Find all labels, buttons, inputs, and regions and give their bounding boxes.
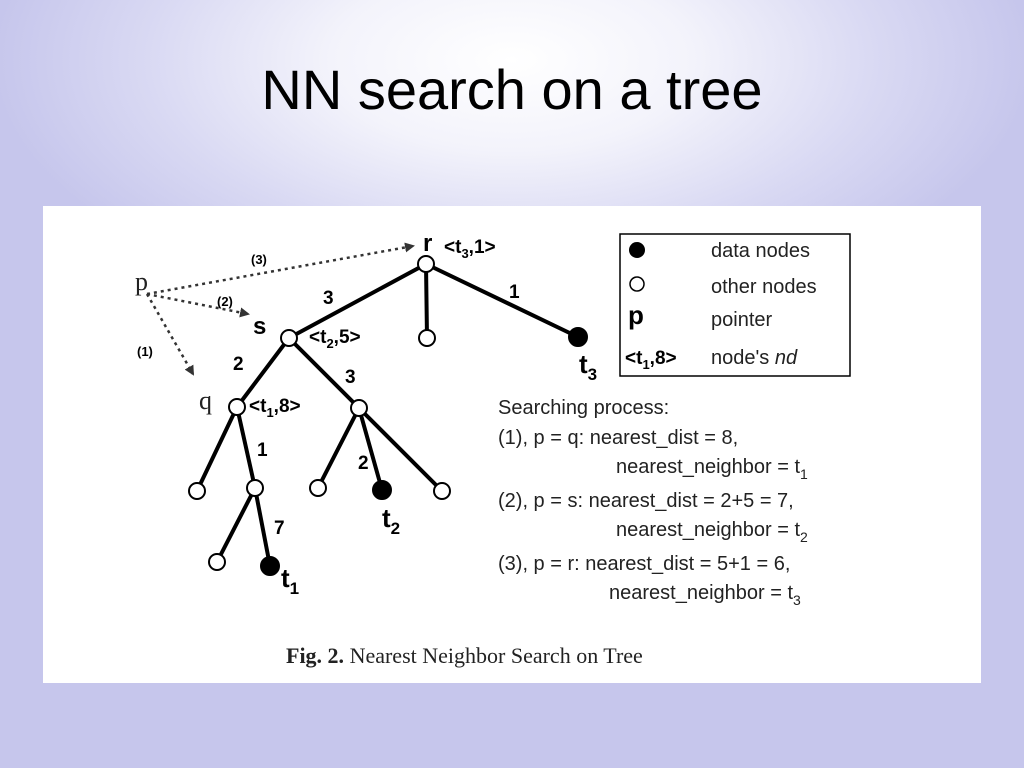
slide-title: NN search on a tree [261, 58, 763, 121]
edge-weight-c-t1: 7 [274, 518, 285, 539]
edge-r-c1 [424, 262, 429, 340]
node-r-child [418, 329, 436, 347]
process-step-3-line2: nearest_neighbor = t3 [609, 582, 801, 608]
legend-symbol-p: p [628, 300, 644, 330]
legend-box [619, 233, 851, 377]
legend: data nodes other nodes p pointer <t1,8> … [619, 233, 851, 377]
node-q [228, 398, 246, 416]
node-label-t1: t1 [281, 563, 299, 598]
edge-weight-q-c: 1 [257, 440, 268, 461]
pointer-step-2: (2) [217, 294, 233, 309]
node-c-leaf [208, 553, 226, 571]
edge-b-leaf1 [316, 406, 361, 490]
node-s [280, 329, 298, 347]
legend-label-data-nodes: data nodes [711, 240, 810, 262]
edge-weight-b-t2: 2 [358, 453, 369, 474]
pointer-step-1: (1) [137, 344, 153, 359]
node-t2 [372, 480, 392, 500]
tree-figure: r s q p t1 t2 t3 <t3,1> <t2,5> <t1,8> 3 … [135, 230, 851, 668]
nd-label-s: <t2,5> [309, 327, 361, 351]
pointer-label-p: p [135, 267, 148, 296]
node-label-r: r [423, 230, 432, 257]
process-step-3-line1: (3), p = r: nearest_dist = 5+1 = 6, [498, 553, 790, 575]
edge-s-q [235, 336, 291, 409]
figure-caption: Fig. 2. Nearest Neighbor Search on Tree [286, 643, 643, 668]
nd-label-q: <t1,8> [249, 396, 301, 420]
edge-r-s [287, 262, 428, 340]
legend-filled-circle-icon [629, 242, 645, 258]
edge-weight-r-t3: 1 [509, 282, 520, 303]
process-step-2-line1: (2), p = s: nearest_dist = 2+5 = 7, [498, 490, 794, 512]
node-label-s: s [253, 313, 266, 340]
tree-nodes [188, 255, 588, 576]
node-q-leaf [188, 482, 206, 500]
pointer-step-3: (3) [251, 252, 267, 267]
edge-c-leaf [215, 486, 257, 564]
node-r [417, 255, 435, 273]
node-label-t3: t3 [579, 349, 597, 384]
process-heading: Searching process: [498, 397, 669, 419]
edge-weight-s-b: 3 [345, 367, 356, 388]
tree-edges [195, 262, 580, 568]
figure-panel: r s q p t1 t2 t3 <t3,1> <t2,5> <t1,8> 3 … [43, 206, 981, 683]
node-b [350, 399, 368, 417]
pointer-arrow-3 [146, 242, 415, 296]
node-c [246, 479, 264, 497]
edge-weight-r-s: 3 [323, 288, 334, 309]
node-label-t2: t2 [382, 503, 400, 538]
edge-weight-s-q: 2 [233, 354, 244, 375]
node-b-leaf1 [309, 479, 327, 497]
edge-b-t2 [357, 406, 384, 492]
edge-q-leaf [195, 405, 239, 493]
node-label-q: q [199, 386, 212, 415]
edge-c-t1 [253, 486, 272, 568]
process-step-1-line1: (1), p = q: nearest_dist = 8, [498, 427, 738, 449]
node-t3 [568, 327, 588, 347]
legend-label-pointer: pointer [711, 309, 772, 331]
legend-label-nd: node's nd [711, 347, 798, 369]
node-b-leaf2 [433, 482, 451, 500]
node-t1 [260, 556, 280, 576]
edge-q-c [235, 405, 257, 490]
legend-symbol-nd: <t1,8> [625, 348, 677, 372]
edge-s-b [287, 336, 361, 410]
search-process: Searching process: (1), p = q: nearest_d… [498, 397, 808, 608]
process-step-1-line2: nearest_neighbor = t1 [616, 456, 808, 482]
process-step-2-line2: nearest_neighbor = t2 [616, 519, 808, 545]
legend-empty-circle-icon [629, 276, 645, 292]
edge-r-t3 [424, 262, 580, 339]
pointer-arrow-2 [146, 292, 250, 318]
pointer-arrows [145, 242, 415, 376]
nd-label-r: <t3,1> [444, 237, 496, 261]
edge-b-leaf2 [357, 406, 444, 493]
legend-label-other-nodes: other nodes [711, 276, 817, 298]
pointer-arrow-1 [145, 293, 195, 376]
